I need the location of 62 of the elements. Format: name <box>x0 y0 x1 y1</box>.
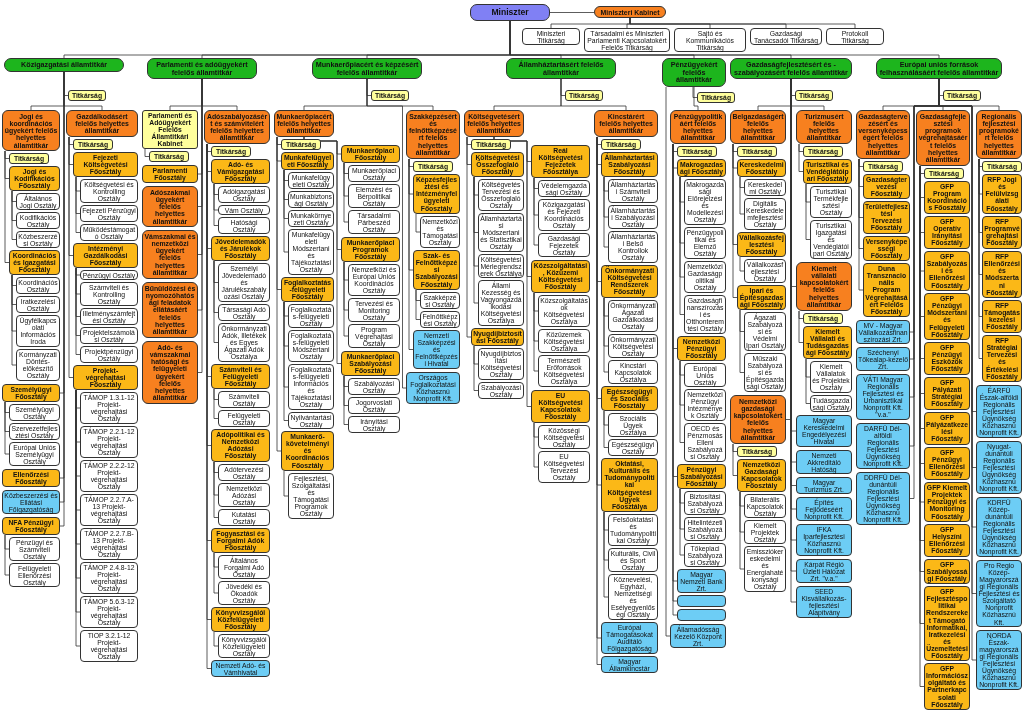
connector-line <box>4 534 10 576</box>
connector-line <box>603 410 609 448</box>
connector-line <box>805 183 811 240</box>
connector-line <box>4 150 10 263</box>
connector-line <box>68 136 74 378</box>
connector-line <box>739 309 745 373</box>
connector-line <box>549 12 595 13</box>
connector-line <box>560 78 627 111</box>
connector-line <box>343 162 349 223</box>
connector-line <box>276 136 282 452</box>
connector-line <box>533 177 539 246</box>
connector-line <box>739 176 745 215</box>
connector-line <box>798 310 804 343</box>
connector-line <box>75 267 81 355</box>
connector-line <box>533 292 539 372</box>
connector-line <box>283 301 289 421</box>
connector-line <box>466 136 472 338</box>
connector-line <box>978 158 983 359</box>
connector-line <box>493 136 532 407</box>
connector-line <box>692 86 698 98</box>
connector-line <box>408 158 414 350</box>
connector-line <box>415 213 421 233</box>
connector-line <box>603 176 609 248</box>
connector-line <box>603 297 609 373</box>
connector-line <box>4 401 10 455</box>
connector-line <box>739 256 745 272</box>
connector-line <box>679 360 685 443</box>
connector-line <box>213 552 219 594</box>
agency-box <box>677 595 726 607</box>
connector-line <box>366 78 407 389</box>
connector-line <box>603 511 609 598</box>
connector-line <box>858 158 864 291</box>
connector-line <box>679 176 685 315</box>
connector-line <box>473 345 479 391</box>
connector-line <box>739 491 745 570</box>
connector-line <box>798 143 804 172</box>
connector-line <box>213 388 219 419</box>
connector-line <box>213 260 219 343</box>
connector-line <box>533 422 539 468</box>
agency-box <box>677 609 726 621</box>
connector-line <box>732 443 738 476</box>
connector-line <box>732 143 738 298</box>
connector-line <box>75 176 81 233</box>
connector-line <box>679 488 685 556</box>
connector-line <box>11 274 17 366</box>
connector-line <box>473 176 479 304</box>
connector-line <box>805 358 811 404</box>
connector-line <box>213 631 219 647</box>
connector-line <box>283 470 289 497</box>
connector-line <box>343 375 349 425</box>
connector-line <box>213 183 219 226</box>
connector-line <box>213 461 219 518</box>
connector-line <box>11 190 17 240</box>
connector-line <box>665 86 671 637</box>
connector-line <box>283 169 289 253</box>
connector-line <box>629 17 856 29</box>
connector-line <box>303 136 342 364</box>
connector-line <box>144 148 150 157</box>
minister-box: Miniszter <box>470 4 550 21</box>
connector-line <box>415 289 421 320</box>
connector-line <box>693 86 699 111</box>
connector-line <box>343 261 349 337</box>
